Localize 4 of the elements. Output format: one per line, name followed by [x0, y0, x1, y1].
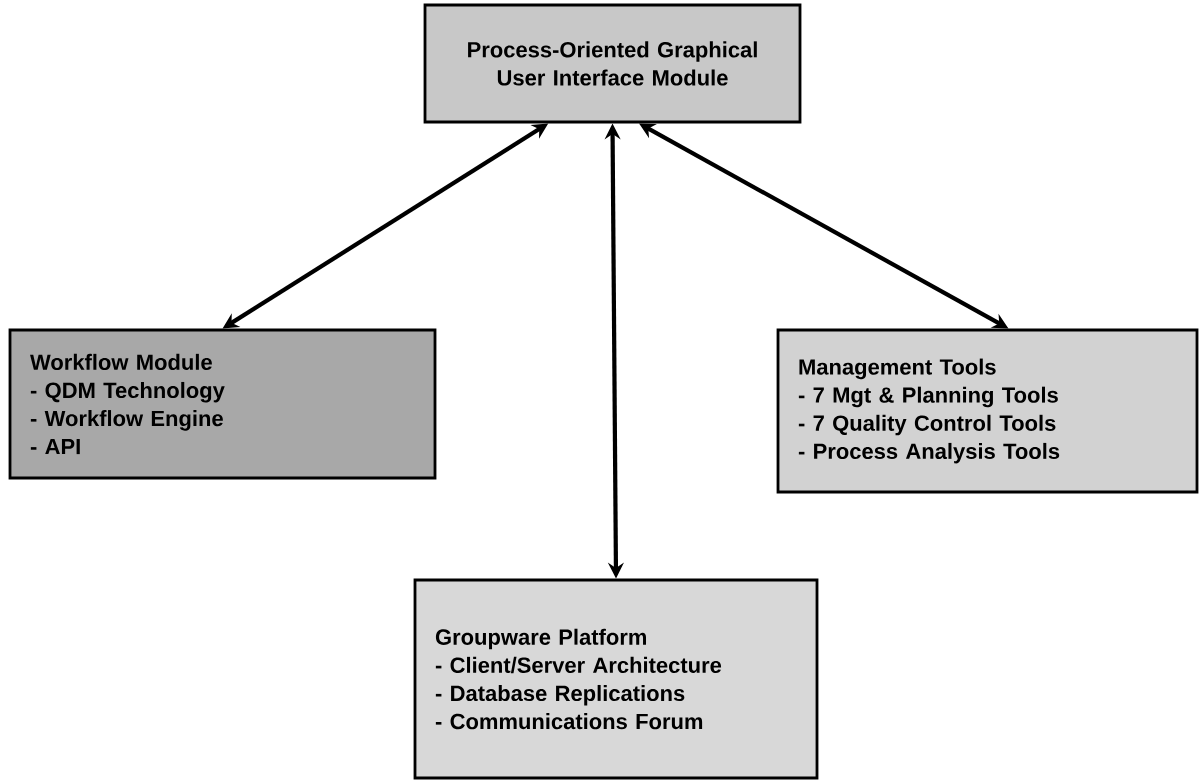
process-box: Workflow Module - QDM Technology - Workflow Engine - API: [8, 328, 437, 480]
process-box: Process-Oriented Graphical User Interface Module: [423, 3, 802, 124]
process-box: Management Tools - 7 Mgt & Planning Tools - 7 Quality Control Tools - Process Analysis Tools: [776, 328, 1199, 494]
process-box: Groupware Platform - Client/Server Architecture - Database Replications - Communications Forum: [413, 578, 819, 780]
